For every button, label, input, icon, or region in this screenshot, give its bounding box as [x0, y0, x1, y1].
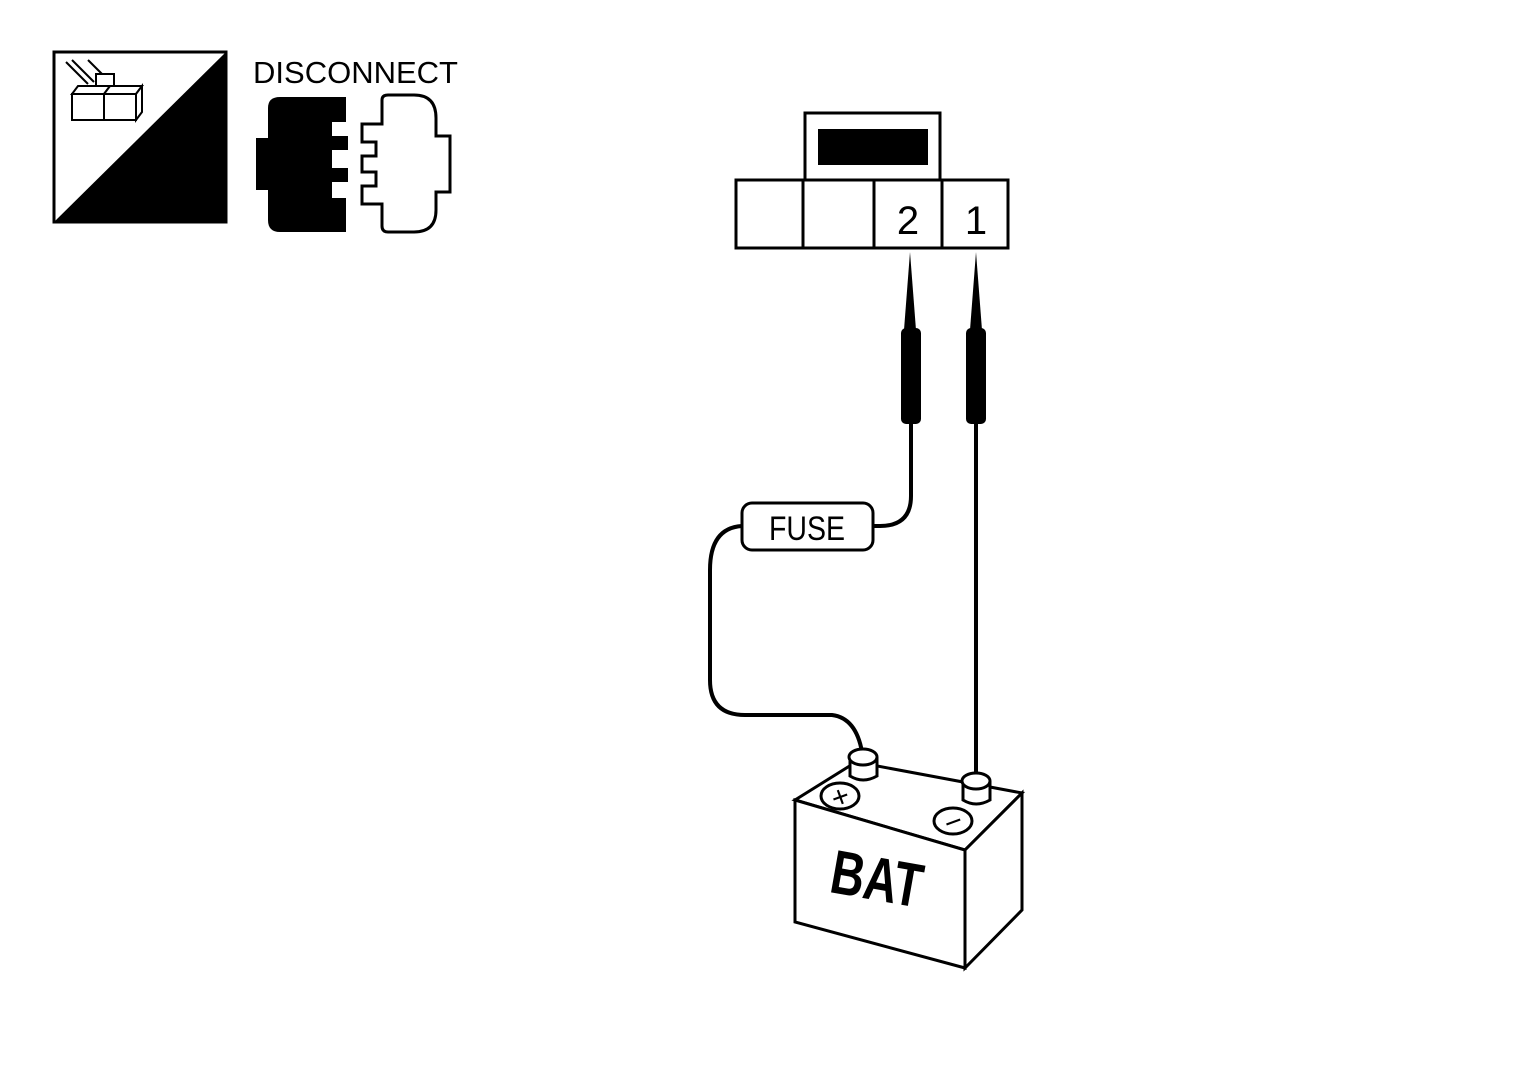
- disconnect-label: DISCONNECT: [253, 55, 458, 90]
- ts-badge-label: T.S.: [122, 158, 214, 223]
- connector-pin-2: 2: [897, 199, 919, 243]
- test-probe-right: [966, 252, 986, 424]
- connector-icon: [65, 59, 144, 123]
- disconnect-indicator: DISCONNECT: [253, 55, 458, 234]
- wire-fuse-to-battery-positive: [708, 524, 864, 753]
- disconnect-plug-icon: [256, 93, 452, 234]
- connector-lock-tab: [818, 129, 928, 165]
- fuse-label: FUSE: [769, 510, 845, 548]
- battery-negative-terminal: −: [932, 771, 992, 841]
- battery: + − BAT: [791, 747, 1026, 972]
- connector-pin-1: 1: [965, 199, 987, 243]
- harness-connector: 2 1: [734, 111, 1010, 250]
- battery-label: BAT: [826, 838, 929, 922]
- wire-probe-to-fuse: [872, 424, 913, 528]
- fuse: FUSE: [740, 501, 875, 552]
- test-probe-left: [901, 252, 921, 424]
- ts-badge: T.S.: [52, 50, 228, 224]
